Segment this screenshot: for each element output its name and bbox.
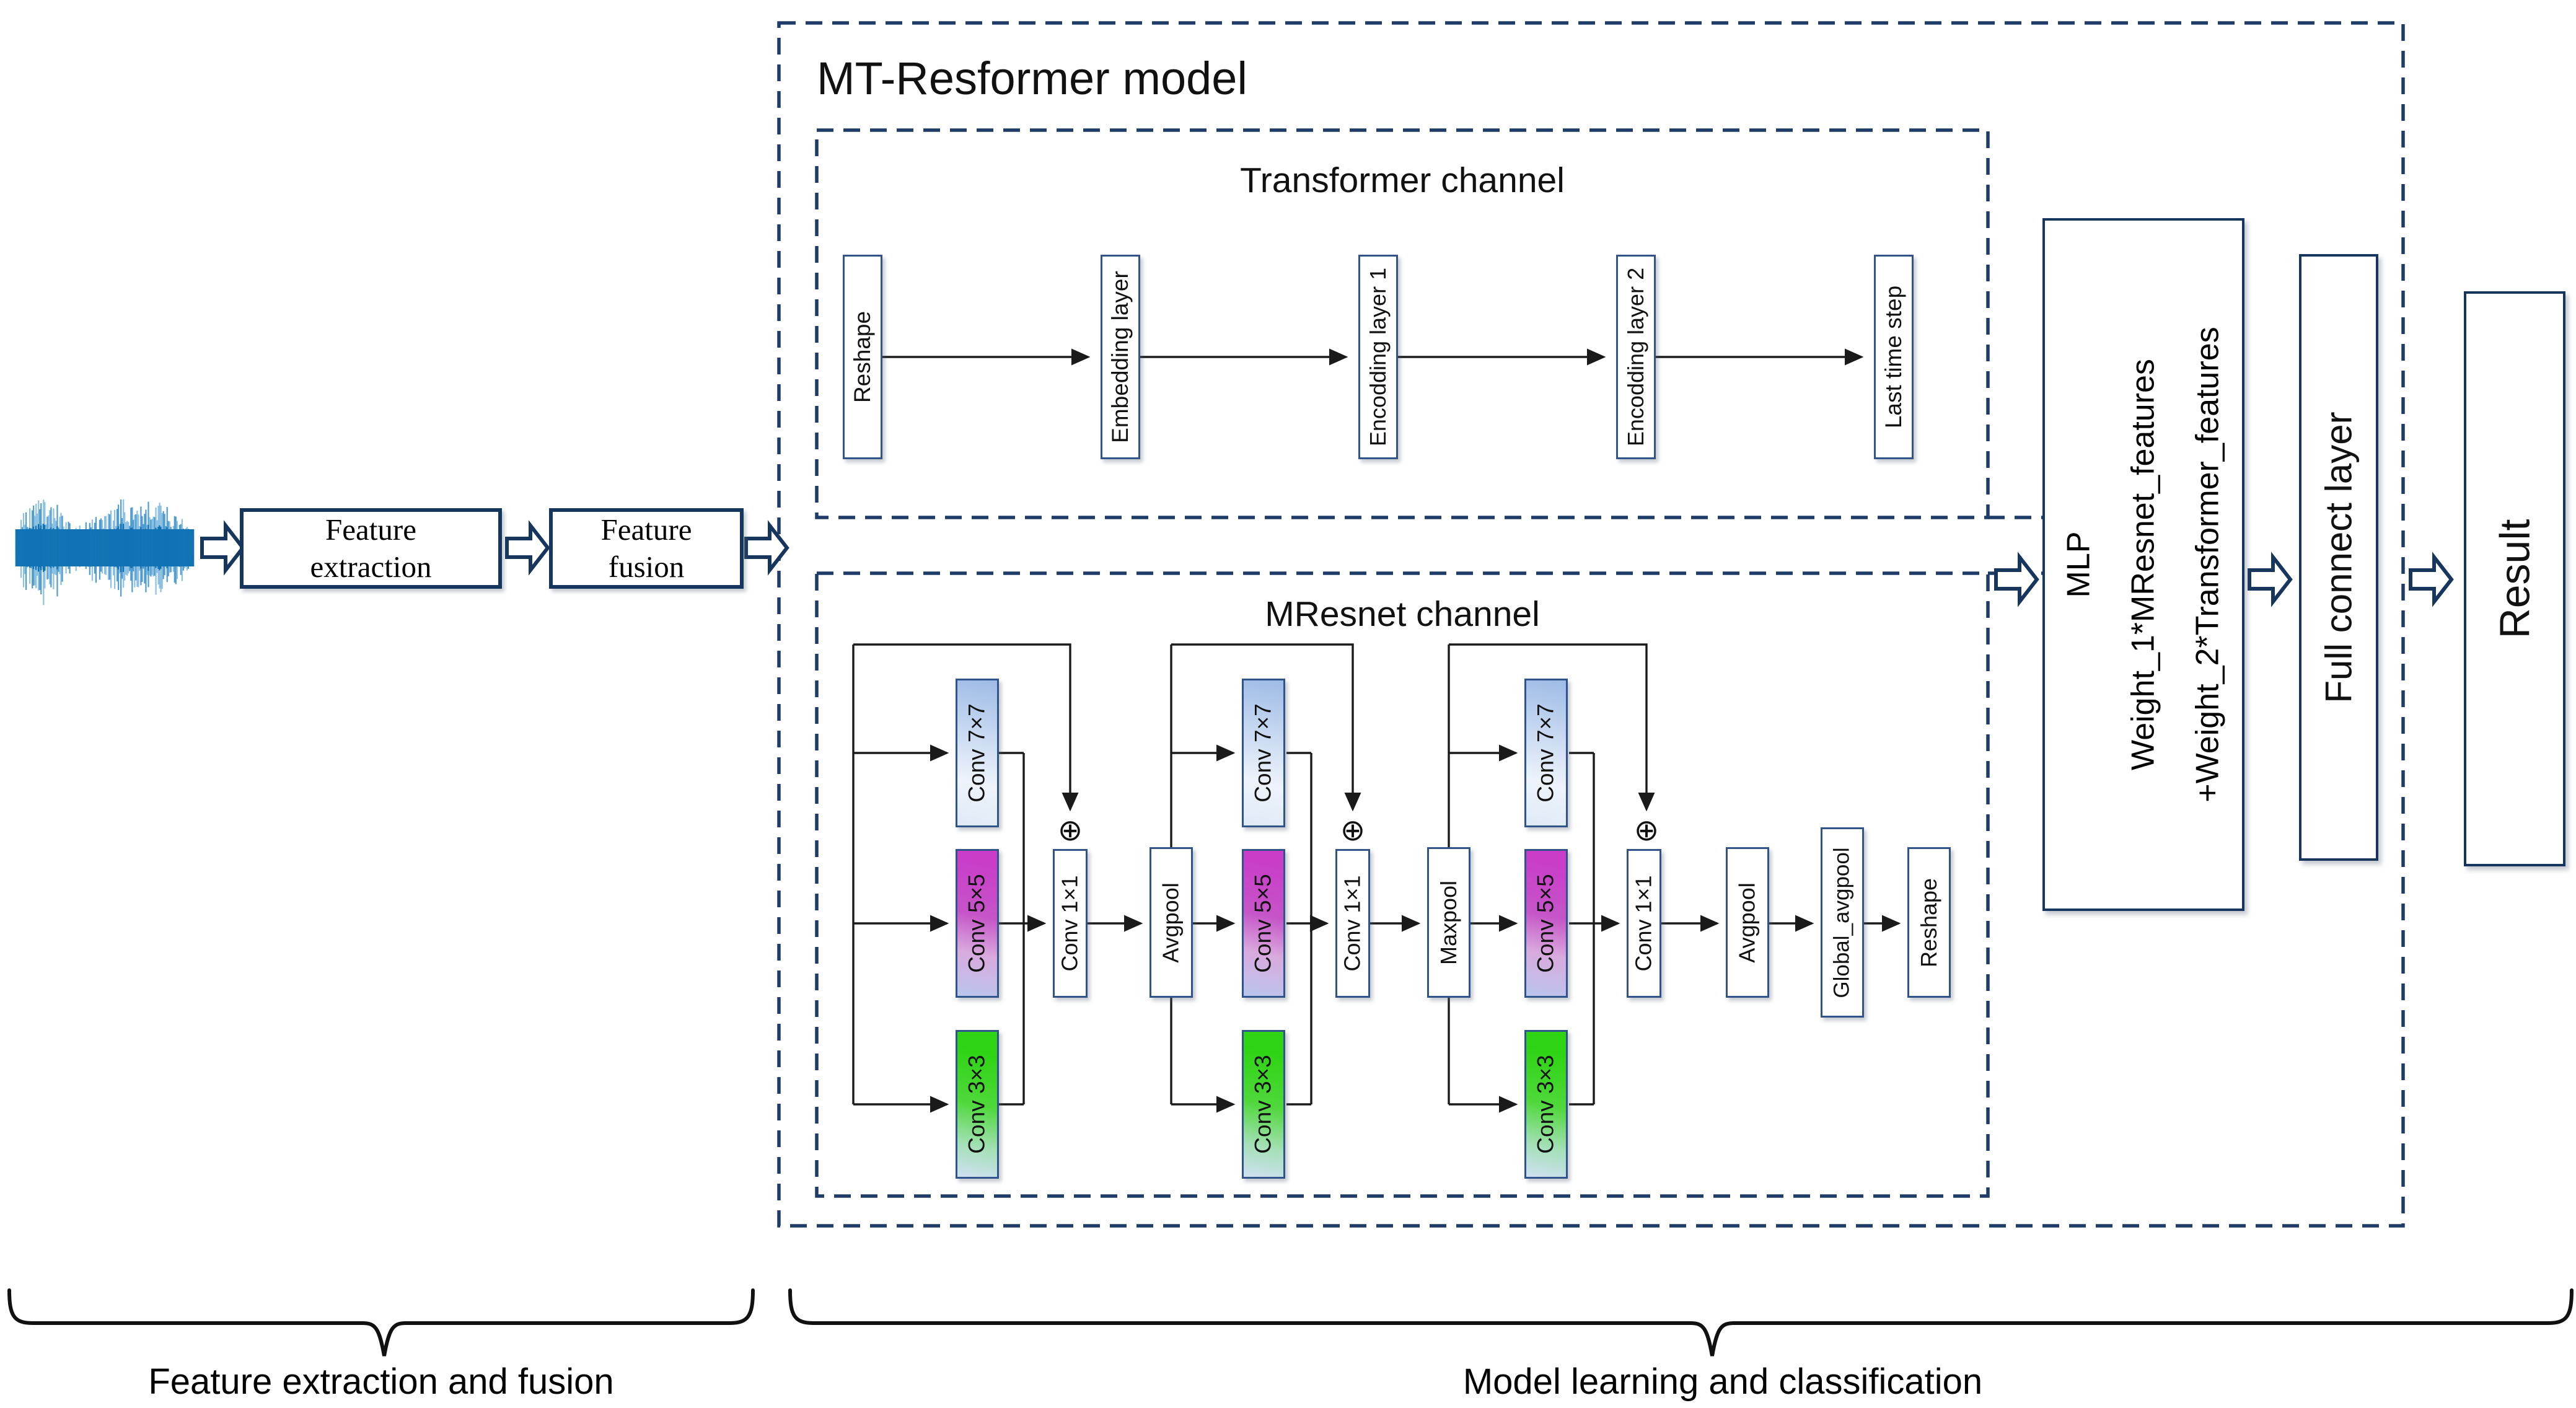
block2-conv7x7-box: Conv 7×7 (1242, 679, 1285, 827)
block2-conv3x3-label: Conv 3×3 (1251, 1055, 1277, 1154)
transformer-box-last-time-step-label: Last time step (1881, 285, 1906, 429)
avgpool1-box: Avgpool (1150, 847, 1193, 998)
feature-extraction-fusion-stage-label: Feature extraction and fusion (148, 1362, 614, 1402)
block1-conv1x1-box: Conv 1×1 (1053, 849, 1088, 998)
global-avgpool-box: Global_avgpool (1821, 827, 1864, 1018)
transformer-box-embedding-layer: Embedding layer (1101, 255, 1140, 459)
block1-sum-icon: ⊕ (1057, 813, 1083, 848)
mresnet-channel-title: MResnet channel (1265, 594, 1540, 634)
block-arrows (200, 520, 2454, 607)
block1-conv7x7-box: Conv 7×7 (956, 679, 999, 827)
right-brace (788, 1288, 2574, 1357)
dashed-frames (777, 21, 2405, 1228)
mlp-weight1-line: Weight_1*MResnet_features (2125, 359, 2162, 770)
block2-conv7x7-label: Conv 7×7 (1251, 703, 1277, 803)
transformer-box-reshape: Reshape (843, 255, 882, 459)
left-brace (7, 1288, 755, 1357)
full-connect-layer-box: Full connect layer (2299, 254, 2378, 861)
full-connect-layer-label: Full connect layer (2318, 411, 2360, 703)
mlp-weight2-line: +Weight_2*Transformer_features (2190, 327, 2227, 803)
block3-conv1x1-box: Conv 1×1 (1627, 849, 1661, 998)
transformer-box-encodding-layer-2-label: Encodding layer 2 (1623, 267, 1649, 447)
block1-conv3x3-label: Conv 3×3 (964, 1055, 990, 1154)
result-box: Result (2464, 291, 2565, 866)
global-avgpool-label: Global_avgpool (1830, 847, 1854, 998)
mresnet-reshape-box: Reshape (1907, 847, 1951, 998)
block3-conv5x5-box: Conv 5×5 (1524, 849, 1568, 998)
block3-conv7x7-box: Conv 7×7 (1524, 679, 1568, 827)
audio-waveform-icon (15, 499, 195, 605)
feature-fusion-label-line1: Feature (600, 513, 692, 547)
block2-conv3x3-box: Conv 3×3 (1242, 1030, 1285, 1179)
block2-sum-icon: ⊕ (1340, 813, 1366, 848)
avgpool1-label: Avgpool (1158, 882, 1184, 963)
flow-arrow-icon-3 (744, 520, 789, 576)
mlp-fusion-text: MLP Weight_1*MResnet_features +Weight_2*… (2047, 327, 2240, 802)
maxpool-label: Maxpool (1436, 880, 1462, 965)
transformer-box-last-time-step: Last time step (1874, 255, 1914, 459)
block2-conv1x1-label: Conv 1×1 (1340, 875, 1366, 972)
block3-sum-icon: ⊕ (1633, 813, 1659, 848)
transformer-box-embedding-layer-label: Embedding layer (1107, 271, 1133, 443)
mlp-fusion-box: MLP Weight_1*MResnet_features +Weight_2*… (2042, 218, 2244, 911)
model-title: MT-Resformer model (817, 53, 1247, 104)
feature-extraction-label-line2: extraction (310, 550, 432, 584)
mresnet-reshape-label: Reshape (1916, 878, 1942, 967)
mlp-line: MLP (2061, 531, 2098, 598)
block1-conv7x7-label: Conv 7×7 (964, 703, 990, 803)
result-label: Result (2491, 519, 2538, 639)
transformer-channel-dashed-frame (815, 128, 1990, 519)
flow-arrow-icon-2 (505, 520, 550, 576)
transformer-box-encodding-layer-1: Encodding layer 1 (1358, 255, 1398, 459)
mresnet-block2-lines (1170, 643, 1421, 1113)
bottom-braces (7, 1288, 2574, 1357)
block3-conv5x5-label: Conv 5×5 (1533, 874, 1559, 973)
flow-arrow-icon-4 (1994, 552, 2039, 607)
block3-conv3x3-label: Conv 3×3 (1533, 1055, 1559, 1154)
mresnet-channel-dashed-frame (815, 571, 1990, 1198)
transformer-box-reshape-label: Reshape (850, 310, 876, 403)
block1-conv5x5-label: Conv 5×5 (964, 874, 990, 973)
block1-conv3x3-box: Conv 3×3 (956, 1030, 999, 1179)
block3-conv1x1-label: Conv 1×1 (1631, 875, 1657, 972)
maxpool-box: Maxpool (1427, 847, 1470, 998)
block3-conv7x7-label: Conv 7×7 (1533, 703, 1559, 803)
avgpool2-box: Avgpool (1726, 847, 1769, 998)
avgpool2-label: Avgpool (1734, 882, 1761, 963)
feature-fusion-box: Feature fusion (549, 508, 744, 589)
flow-arrow-icon-6 (2409, 552, 2454, 607)
block2-conv1x1-box: Conv 1×1 (1335, 849, 1370, 998)
block2-conv5x5-label: Conv 5×5 (1251, 874, 1277, 973)
model-learning-classification-stage-label: Model learning and classification (1462, 1362, 1983, 1402)
block1-conv1x1-label: Conv 1×1 (1057, 875, 1083, 972)
outer-model-dashed-frame (777, 21, 2405, 1228)
transformer-box-encodding-layer-1-label: Encodding layer 1 (1365, 267, 1391, 447)
feature-fusion-label-line2: fusion (608, 550, 685, 584)
block2-conv5x5-box: Conv 5×5 (1242, 849, 1285, 998)
transformer-channel-title: Transformer channel (1240, 161, 1565, 200)
feature-extraction-label-line1: Feature (325, 513, 416, 547)
mresnet-block1-lines (852, 643, 1143, 1113)
block3-conv3x3-box: Conv 3×3 (1524, 1030, 1568, 1179)
mresnet-block3-lines (1448, 643, 1901, 1113)
block1-conv5x5-box: Conv 5×5 (956, 849, 999, 998)
feature-extraction-box: Feature extraction (240, 508, 502, 589)
transformer-box-encodding-layer-2: Encodding layer 2 (1616, 255, 1656, 459)
flow-arrow-icon-1 (200, 520, 245, 576)
flow-arrow-icon-5 (2248, 552, 2293, 607)
